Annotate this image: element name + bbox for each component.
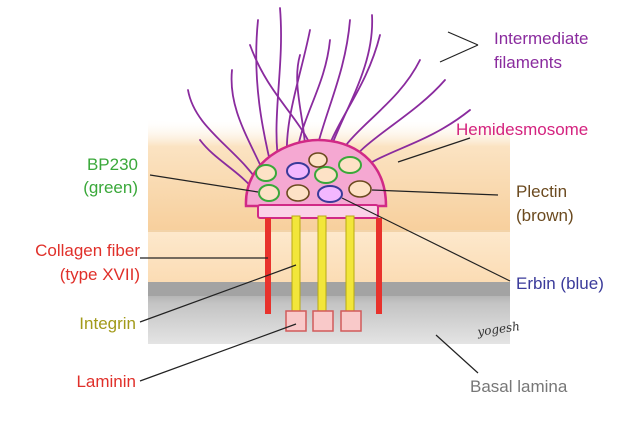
label-erbin: Erbin (blue)	[516, 274, 604, 293]
bp230-protein	[255, 164, 277, 182]
leader-bp230	[149, 174, 259, 193]
bp230-protein	[314, 166, 338, 184]
leader-intermediate-filaments	[439, 44, 479, 63]
collagen-bar	[376, 218, 382, 314]
plectin-protein	[286, 184, 310, 202]
leader-intermediate-filaments	[447, 31, 479, 46]
label-basal-lamina: Basal lamina	[470, 377, 568, 396]
laminin-box	[312, 310, 334, 332]
label-integrin: Integrin	[79, 314, 136, 333]
leader-laminin	[139, 323, 297, 382]
label-bp230: BP230	[87, 155, 138, 174]
cell-membrane-band	[148, 230, 510, 282]
integrin-bar	[345, 215, 355, 313]
erbin-protein	[286, 162, 310, 180]
bp230-protein	[338, 156, 362, 174]
plectin-protein	[348, 180, 372, 198]
leader-plectin	[371, 189, 499, 196]
bp230-protein	[258, 184, 280, 202]
signature: yogesh	[475, 319, 520, 339]
label-hemidesmosome: Hemidesmosome	[456, 120, 588, 139]
lamina-densa-strip	[148, 282, 510, 296]
leader-lines	[139, 31, 511, 382]
label-laminin: Laminin	[76, 372, 136, 391]
label-plectin: (brown)	[516, 206, 574, 225]
label-intermediate-filaments: filaments	[494, 53, 562, 72]
tissue-layers	[148, 118, 510, 344]
plectin-protein	[308, 152, 328, 168]
erbin-protein	[317, 185, 343, 203]
leader-erbin	[341, 197, 511, 282]
hemidesmosome	[244, 138, 388, 219]
leader-basal-lamina	[435, 334, 479, 374]
leader-hemidesmosome	[397, 137, 471, 163]
integrin-bar	[291, 215, 301, 313]
laminins	[285, 310, 362, 332]
label-intermediate-filaments: Intermediate	[494, 29, 589, 48]
leader-integrin	[139, 264, 297, 323]
collagen-bar	[265, 218, 271, 314]
labels: Intermediate filaments Hemidesmosome BP2…	[35, 29, 604, 396]
integrin-bar	[317, 215, 327, 313]
label-plectin: Plectin	[516, 182, 567, 201]
collagen-fibers	[265, 218, 382, 314]
laminin-box	[340, 310, 362, 332]
laminin-box	[285, 310, 307, 332]
label-collagen-fiber: (type XVII)	[60, 265, 140, 284]
label-collagen-fiber: Collagen fiber	[35, 241, 140, 260]
label-bp230: (green)	[83, 178, 138, 197]
